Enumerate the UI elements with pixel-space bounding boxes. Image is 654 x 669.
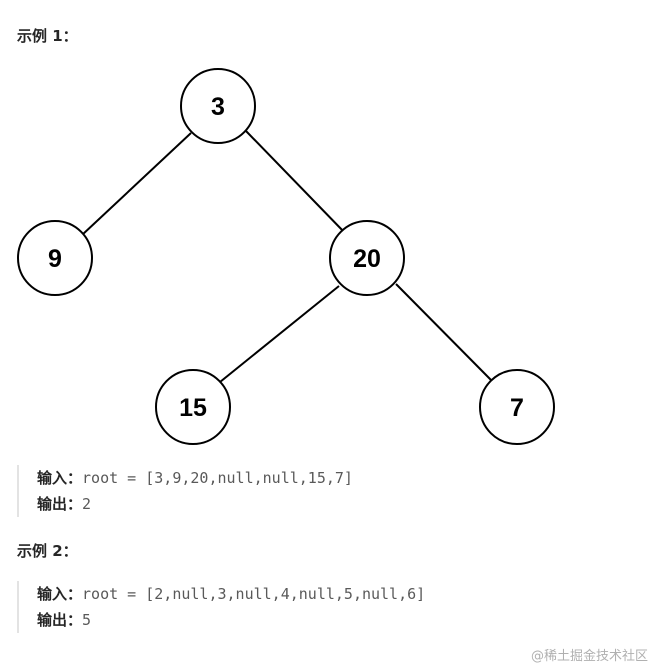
- output-value: 5: [82, 611, 92, 629]
- node-circle: [17, 220, 93, 296]
- tree-node-right-left: 15: [155, 369, 231, 445]
- input-value: root = [3,9,20,null,null,15,7]: [82, 469, 353, 487]
- edge-3-9: [81, 132, 192, 236]
- example-1-heading: 示例 1：: [17, 27, 78, 45]
- node-circle: [479, 369, 555, 445]
- tree-node-right: 20: [329, 220, 405, 296]
- input-line: 输入：root = [3,9,20,null,null,15,7]: [37, 465, 353, 491]
- node-label: 7: [510, 394, 524, 422]
- edge-3-20: [245, 130, 347, 235]
- node-circle: [155, 369, 231, 445]
- output-value: 2: [82, 495, 92, 513]
- input-label: 输入：: [37, 469, 83, 487]
- edge-20-15: [219, 285, 340, 383]
- tree-node-left: 9: [17, 220, 93, 296]
- edge-20-7: [395, 283, 493, 382]
- input-label: 输入：: [37, 585, 83, 603]
- node-circle: [180, 68, 256, 144]
- example-1-io-block: 输入：root = [3,9,20,null,null,15,7] 输出：2: [17, 465, 353, 517]
- tree-node-root: 3: [180, 68, 256, 144]
- node-circle: [329, 220, 405, 296]
- output-label: 输出：: [37, 611, 83, 629]
- output-label: 输出：: [37, 495, 83, 513]
- input-value: root = [2,null,3,null,4,null,5,null,6]: [82, 585, 426, 603]
- node-label: 15: [179, 394, 207, 422]
- example-2-heading: 示例 2：: [17, 542, 78, 560]
- output-line: 输出：2: [37, 491, 353, 517]
- output-line: 输出：5: [37, 607, 425, 633]
- node-label: 9: [48, 245, 62, 273]
- example-2-io-block: 输入：root = [2,null,3,null,4,null,5,null,6…: [17, 581, 425, 633]
- node-label: 3: [211, 93, 225, 121]
- node-label: 20: [353, 245, 381, 273]
- tree-node-right-right: 7: [479, 369, 555, 445]
- input-line: 输入：root = [2,null,3,null,4,null,5,null,6…: [37, 581, 425, 607]
- watermark: @稀土掘金技术社区: [530, 649, 648, 664]
